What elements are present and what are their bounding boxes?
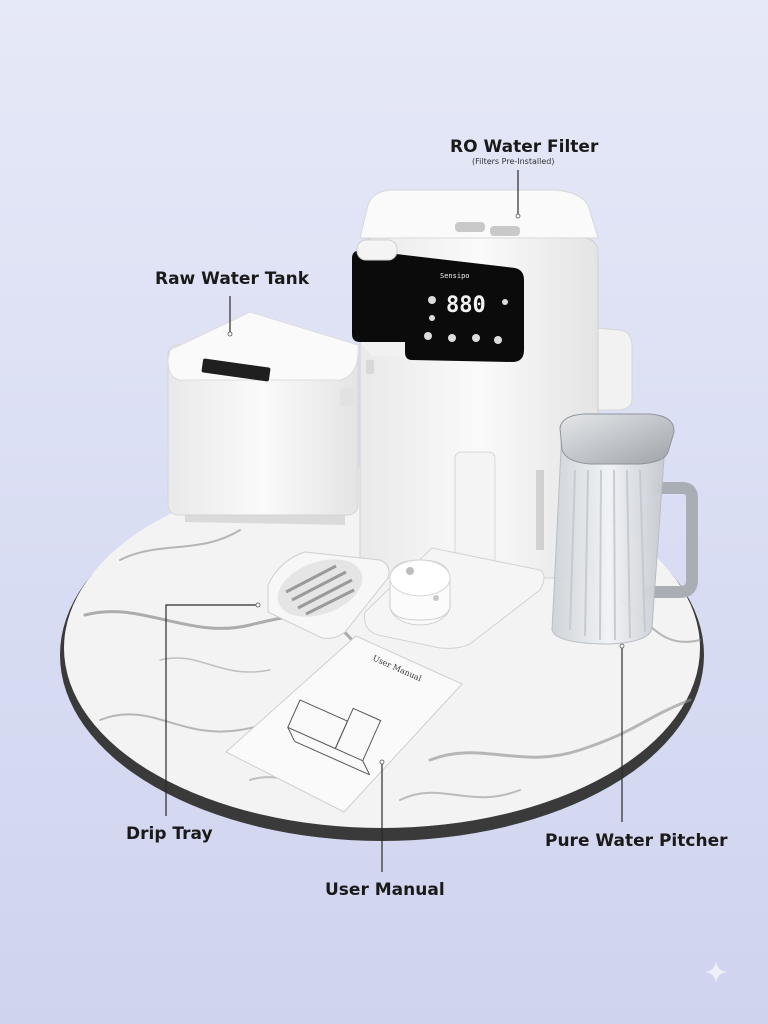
brand-mark: Sensipo — [440, 272, 470, 280]
label-ro-filter-subtitle: (Filters Pre-Installed) — [472, 157, 555, 166]
display-readout: 880 — [446, 293, 486, 318]
control-panel: 880 Sensipo — [352, 239, 524, 374]
dispenser-base-tray — [364, 547, 545, 649]
ro-dispenser — [359, 189, 599, 579]
label-user-manual: User Manual — [325, 880, 445, 900]
drip-tray — [267, 551, 390, 639]
raw-water-tank — [167, 311, 359, 525]
label-ro-water-filter: RO Water Filter — [450, 137, 599, 157]
label-raw-water-tank: Raw Water Tank — [155, 269, 310, 289]
sparkle-icon — [705, 961, 727, 983]
leader-lines — [165, 170, 623, 872]
label-pure-water-pitcher: Pure Water Pitcher — [545, 831, 728, 851]
water-pitcher — [551, 413, 698, 645]
label-drip-tray: Drip Tray — [126, 824, 213, 844]
